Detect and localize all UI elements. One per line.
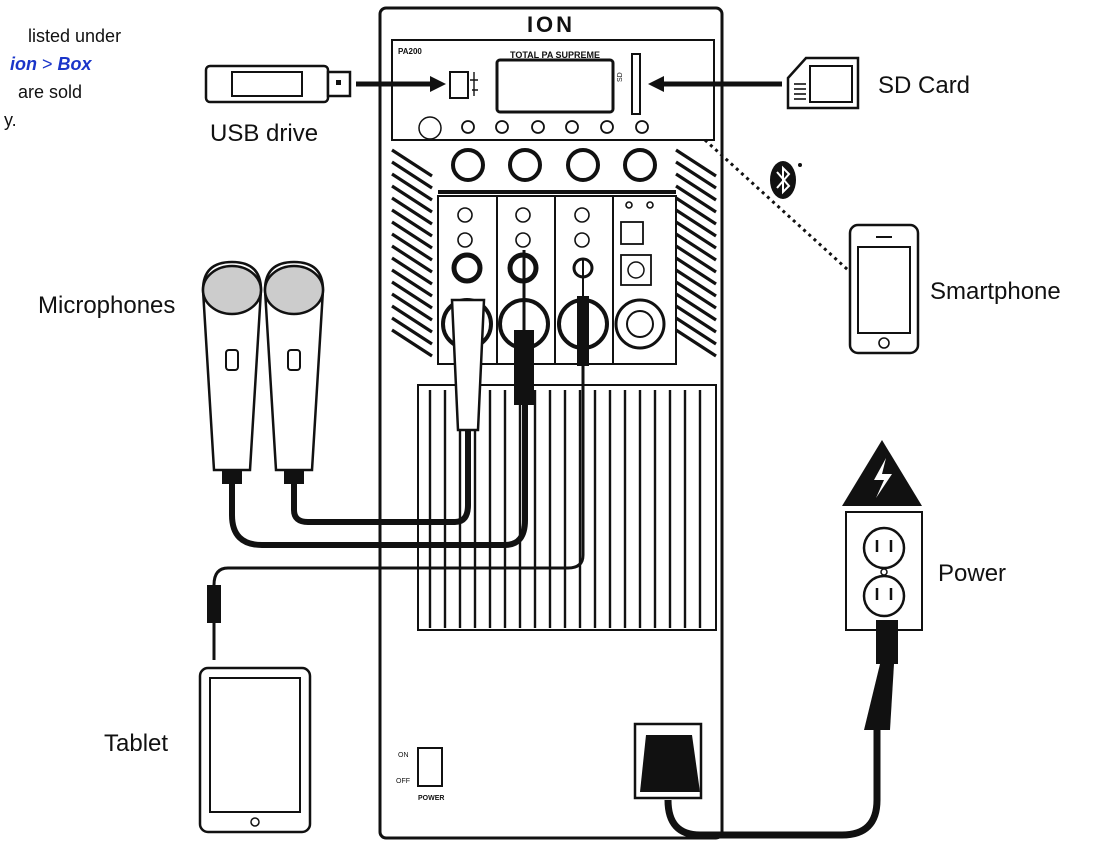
note-link-ion[interactable]: ion [10,54,37,74]
sd-slot[interactable] [631,53,641,115]
heat-sink [417,384,717,631]
volume-knob[interactable] [623,148,657,182]
power-switch[interactable] [417,747,443,787]
note-separator: > [37,54,58,74]
usb-drive-icon [204,64,352,104]
note-line-1: listed under [28,26,122,46]
display-title: TOTAL PA SUPREME [510,50,600,60]
microphone-2-icon [263,260,325,484]
svg-text:SD: SD [617,72,624,82]
bluetooth-link [703,138,850,272]
note-line-3: are sold [18,82,83,102]
volume-knobs [451,148,657,182]
power-label: Power [938,560,1007,587]
mic-1-cable [291,430,471,525]
power-on-label: ON [398,752,409,759]
quarter-inch-jacks [451,252,594,284]
aux-cable [212,366,585,586]
right-grille [675,148,717,358]
sd-card-icon [786,56,860,110]
microphone-1-icon [201,260,263,484]
sd-card-label: SD Card [878,72,971,99]
left-grille [391,148,433,358]
panel-button[interactable] [635,120,649,134]
quarter-inch-plug [514,330,534,405]
note-link-box[interactable]: Box [57,54,92,74]
power-off-label: OFF [396,778,410,785]
volume-knob[interactable] [451,148,485,182]
brand-logo: ION [527,12,575,37]
microphones-label: Microphones [38,292,176,319]
smartphone-label: Smartphone [930,278,1061,305]
tablet-icon [198,666,312,834]
usb-drive-label: USB drive [210,120,319,147]
power-plug [876,620,898,664]
power-cord [664,730,881,839]
power-switch-label: POWER [418,795,444,802]
volume-knob[interactable] [566,148,600,182]
note-line-4: y. [4,110,17,130]
lcd-display [495,58,615,114]
model-label: PA200 [398,47,422,56]
panel-button[interactable] [565,120,579,134]
usb-port[interactable] [449,71,469,99]
bluetooth-icon [770,161,802,199]
volume-knob[interactable] [508,148,542,182]
tablet-label: Tablet [104,730,169,757]
panel-button[interactable] [531,120,545,134]
aux-plug [577,296,589,366]
smartphone-icon [848,223,920,355]
panel-button[interactable] [495,120,509,134]
note-line-2: ion > Box [10,54,92,75]
mic-jack-1[interactable] [451,252,483,284]
mic-2-cable [229,400,528,548]
iec-plug [640,735,700,792]
link-knob[interactable] [418,116,442,140]
power-outlet-icon [845,511,923,631]
panel-button[interactable] [461,120,475,134]
link-button[interactable] [620,221,644,245]
transport-buttons [461,120,649,134]
panel-button[interactable] [600,120,614,134]
xlr-plug [450,298,486,432]
warning-icon [842,440,922,506]
speaker-body: ION PA200 TOTAL PA SUPREME SD [378,6,724,840]
